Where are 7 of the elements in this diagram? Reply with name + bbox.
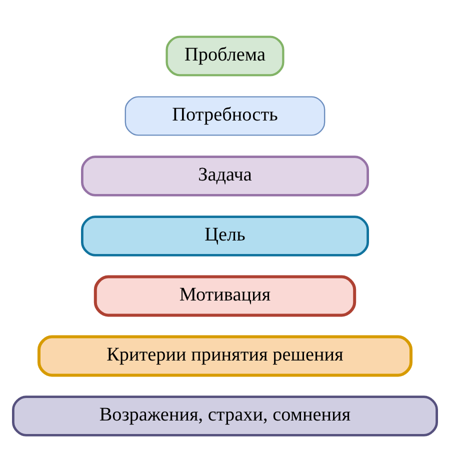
node-box: Мотивация: [94, 275, 356, 317]
node-box: Критерии принятия решения: [38, 335, 412, 377]
node-box: Задача: [81, 156, 369, 196]
node-box: Проблема: [166, 36, 284, 76]
node-box: Возражения, страхи, сомнения: [12, 396, 438, 436]
node-box: Потребность: [124, 96, 326, 136]
node-box: Цель: [81, 216, 369, 256]
